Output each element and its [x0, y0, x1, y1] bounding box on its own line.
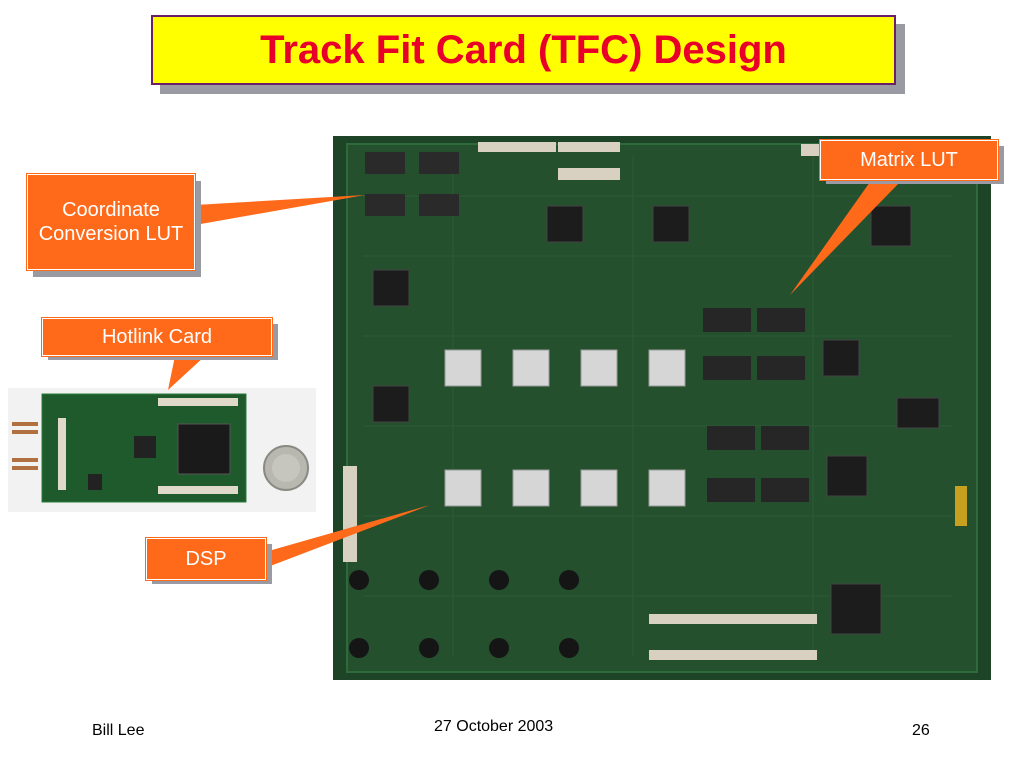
matrix-lut-label: Matrix LUT: [860, 149, 958, 171]
dsp-callout: DSP: [146, 538, 266, 580]
coordinate-lut-pointer: [195, 195, 365, 225]
dsp-label: DSP: [185, 548, 227, 570]
dsp-pointer: [265, 505, 430, 568]
hotlink-card-label: Hotlink Card: [101, 326, 213, 348]
footer-date: 27 October 2003: [434, 718, 554, 735]
hotlink-photo: [8, 388, 316, 512]
coordinate-lut-callout: Coordinate Conversion LUT: [27, 174, 195, 270]
board-photo: [333, 136, 991, 680]
footer-author: Bill Lee: [92, 722, 145, 739]
slide-title: Track Fit Card (TFC) Design: [260, 27, 787, 72]
matrix-lut-pointer: [790, 182, 900, 295]
page-number: 26: [912, 722, 930, 739]
hotlink-card-callout: Hotlink Card: [42, 318, 272, 356]
matrix-lut-callout: Matrix LUT: [820, 140, 998, 180]
coordinate-lut-label: Coordinate Conversion LUT: [38, 199, 184, 245]
title-box: Track Fit Card (TFC) Design: [151, 15, 896, 85]
hotlink-pointer: [168, 356, 205, 390]
